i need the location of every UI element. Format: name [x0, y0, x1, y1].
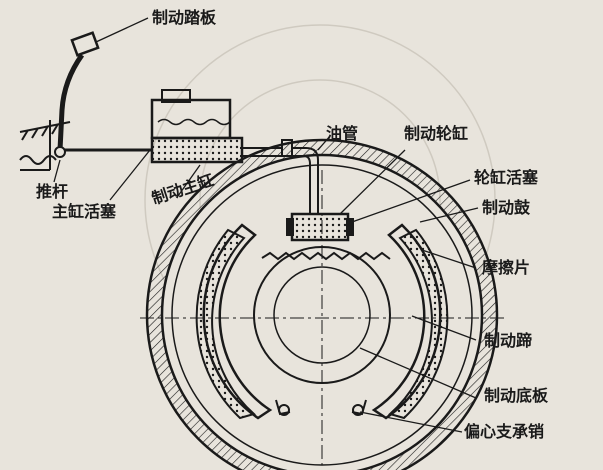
label-wheel-cylinder-piston: 轮缸活塞	[474, 170, 538, 186]
label-brake-drum: 制动鼓	[482, 200, 530, 216]
label-oil-pipe: 油管	[326, 126, 358, 142]
label-friction-lining: 摩擦片	[482, 260, 530, 276]
label-eccentric-pin: 偏心支承销	[464, 424, 544, 440]
brake-pedal-pad	[72, 33, 98, 56]
master-cylinder	[152, 90, 242, 162]
pedal-lever	[55, 55, 152, 157]
label-brake-pedal: 制动踏板	[152, 10, 216, 26]
label-wheel-cylinder: 制动轮缸	[404, 126, 468, 142]
label-master-cylinder-piston: 主缸活塞	[52, 204, 116, 220]
label-push-rod: 推杆	[36, 184, 68, 200]
label-brake-shoe: 制动蹄	[484, 333, 532, 349]
label-backing-plate: 制动底板	[484, 388, 548, 404]
wheel-cylinder	[286, 214, 354, 240]
